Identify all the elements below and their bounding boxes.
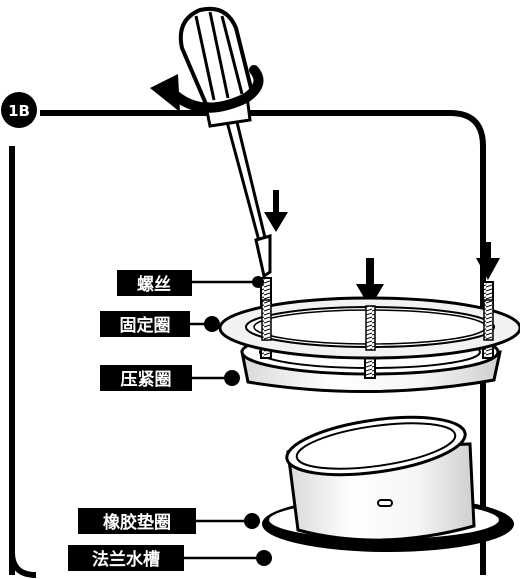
step-badge: 1B — [1, 92, 37, 128]
rubber-gasket — [285, 415, 476, 542]
svg-text:1B: 1B — [8, 102, 30, 120]
leader-fixing-ring — [190, 316, 220, 332]
svg-text:固定圈: 固定圈 — [120, 315, 171, 336]
label-rubber-gasket: 橡胶垫圈 — [78, 508, 196, 534]
frame-bottom — [9, 551, 37, 578]
svg-text:法兰水槽: 法兰水槽 — [92, 549, 160, 570]
svg-text:螺丝: 螺丝 — [137, 274, 171, 295]
down-arrow-icon — [476, 242, 500, 280]
leader-screw — [192, 276, 264, 288]
label-fixing-ring: 固定圈 — [100, 311, 190, 337]
leader-flange-tank — [184, 550, 272, 566]
screwdriver-icon — [178, 6, 272, 279]
label-pressure-ring: 压紧圈 — [100, 365, 192, 391]
down-arrow-icon — [264, 190, 288, 232]
svg-text:橡胶垫圈: 橡胶垫圈 — [103, 512, 171, 533]
fixing-ring — [218, 296, 520, 360]
rotate-clockwise-icon — [150, 65, 264, 113]
svg-text:压紧圈: 压紧圈 — [121, 370, 172, 390]
label-screw: 螺丝 — [117, 270, 192, 296]
label-flange-tank: 法兰水槽 — [68, 545, 184, 571]
step-frame — [9, 110, 486, 575]
leader-rubber-gasket — [196, 513, 260, 529]
leader-pressure-ring — [192, 370, 240, 386]
down-arrow-icon — [356, 258, 384, 308]
